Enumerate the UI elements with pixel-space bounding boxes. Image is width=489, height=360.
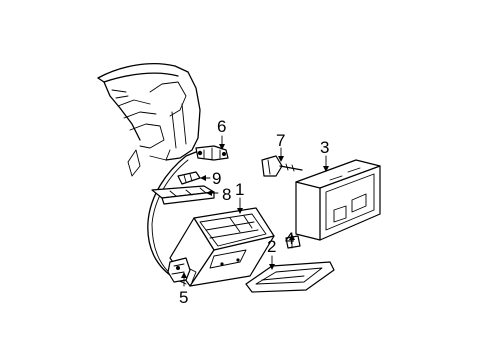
leader-arrow-9 (200, 175, 206, 181)
glove-box-bin (169, 207, 275, 287)
leader-arrow-8 (206, 190, 212, 196)
callout-3: 3 (320, 138, 329, 157)
callout-1: 1 (235, 180, 244, 199)
lock-switch-part (261, 155, 303, 177)
leader-arrow-6 (219, 144, 225, 150)
door-trim-part (245, 261, 335, 293)
leader-arrow-7 (278, 156, 284, 162)
callout-6: 6 (217, 117, 226, 136)
instrument-panel (97, 63, 201, 177)
glove-box-door (295, 159, 381, 241)
callout-9: 9 (212, 169, 221, 188)
leader-arrow-1 (237, 208, 243, 214)
latch-part (167, 257, 191, 283)
callout-4: 4 (285, 229, 294, 248)
callout-8: 8 (222, 185, 231, 204)
bolt-part (177, 171, 201, 185)
leader-arrow-4 (289, 234, 295, 240)
bracket-part (151, 185, 215, 205)
leader-arrow-5 (181, 272, 187, 278)
callout-7: 7 (276, 131, 285, 150)
callout-2: 2 (267, 237, 276, 256)
leader-arrow-2 (269, 264, 275, 270)
leader-arrow-3 (323, 166, 329, 172)
callout-5: 5 (179, 288, 188, 307)
lock-cylinder-part (195, 145, 229, 161)
